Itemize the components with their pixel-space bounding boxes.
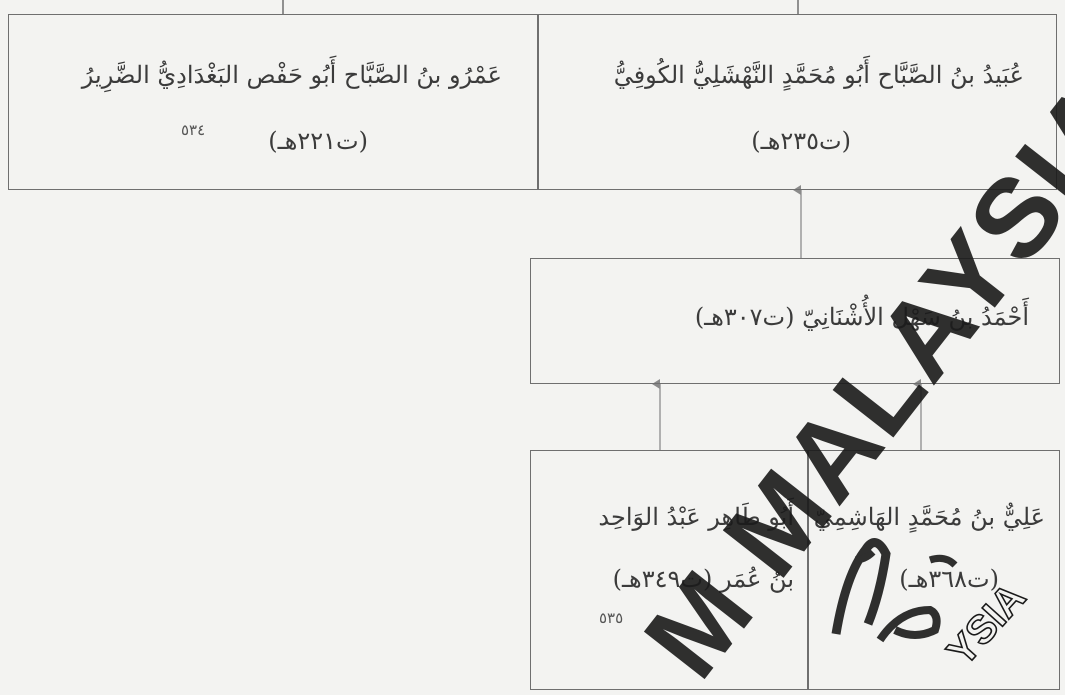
node-abu-tahir-line2: بنُ عُمَر (ت٣٤٩هـ): [612, 565, 794, 593]
node-amr-death: (ت٢٢١هـ): [268, 127, 368, 155]
node-box-ali: عَلِيٌّ بنُ مُحَمَّدٍ الهَاشِمِيّ (ت٣٦٨ه…: [807, 450, 1060, 690]
node-amr-name: عَمْرُو بنُ الصَّبَّاح أَبُو حَفْص البَغ…: [81, 61, 502, 89]
node-ubaid-name: عُبَيدُ بنُ الصَّبَّاح أَبُو مُحَمَّدٍ ا…: [613, 61, 1024, 89]
node-box-amr: عَمْرُو بنُ الصَّبَّاح أَبُو حَفْص البَغ…: [8, 14, 539, 190]
node-abu-tahir-footnote: ٥٣٥: [599, 609, 624, 627]
node-box-abu-tahir: أَبُو طَاهِر عَبْدُ الوَاحِد بنُ عُمَر (…: [530, 450, 809, 690]
node-amr-footnote: ٥٣٤: [181, 121, 206, 139]
node-ubaid-death: (ت٢٣٥هـ): [751, 127, 851, 155]
node-ali-line2: (ت٣٦٨هـ): [899, 565, 999, 593]
node-ali-line1: عَلِيٌّ بنُ مُحَمَّدٍ الهَاشِمِيّ: [813, 503, 1045, 531]
node-box-ahmad: أَحْمَدُ بنُ سَهْل الأُشْنَانِيّ (ت٣٠٧هـ…: [530, 258, 1060, 384]
node-box-ubaid: عُبَيدُ بنُ الصَّبَّاح أَبُو مُحَمَّدٍ ا…: [537, 14, 1057, 190]
node-abu-tahir-line1: أَبُو طَاهِر عَبْدُ الوَاحِد: [598, 503, 794, 531]
node-ahmad-text: أَحْمَدُ بنُ سَهْل الأُشْنَانِيّ (ت٣٠٧هـ…: [694, 303, 1029, 331]
